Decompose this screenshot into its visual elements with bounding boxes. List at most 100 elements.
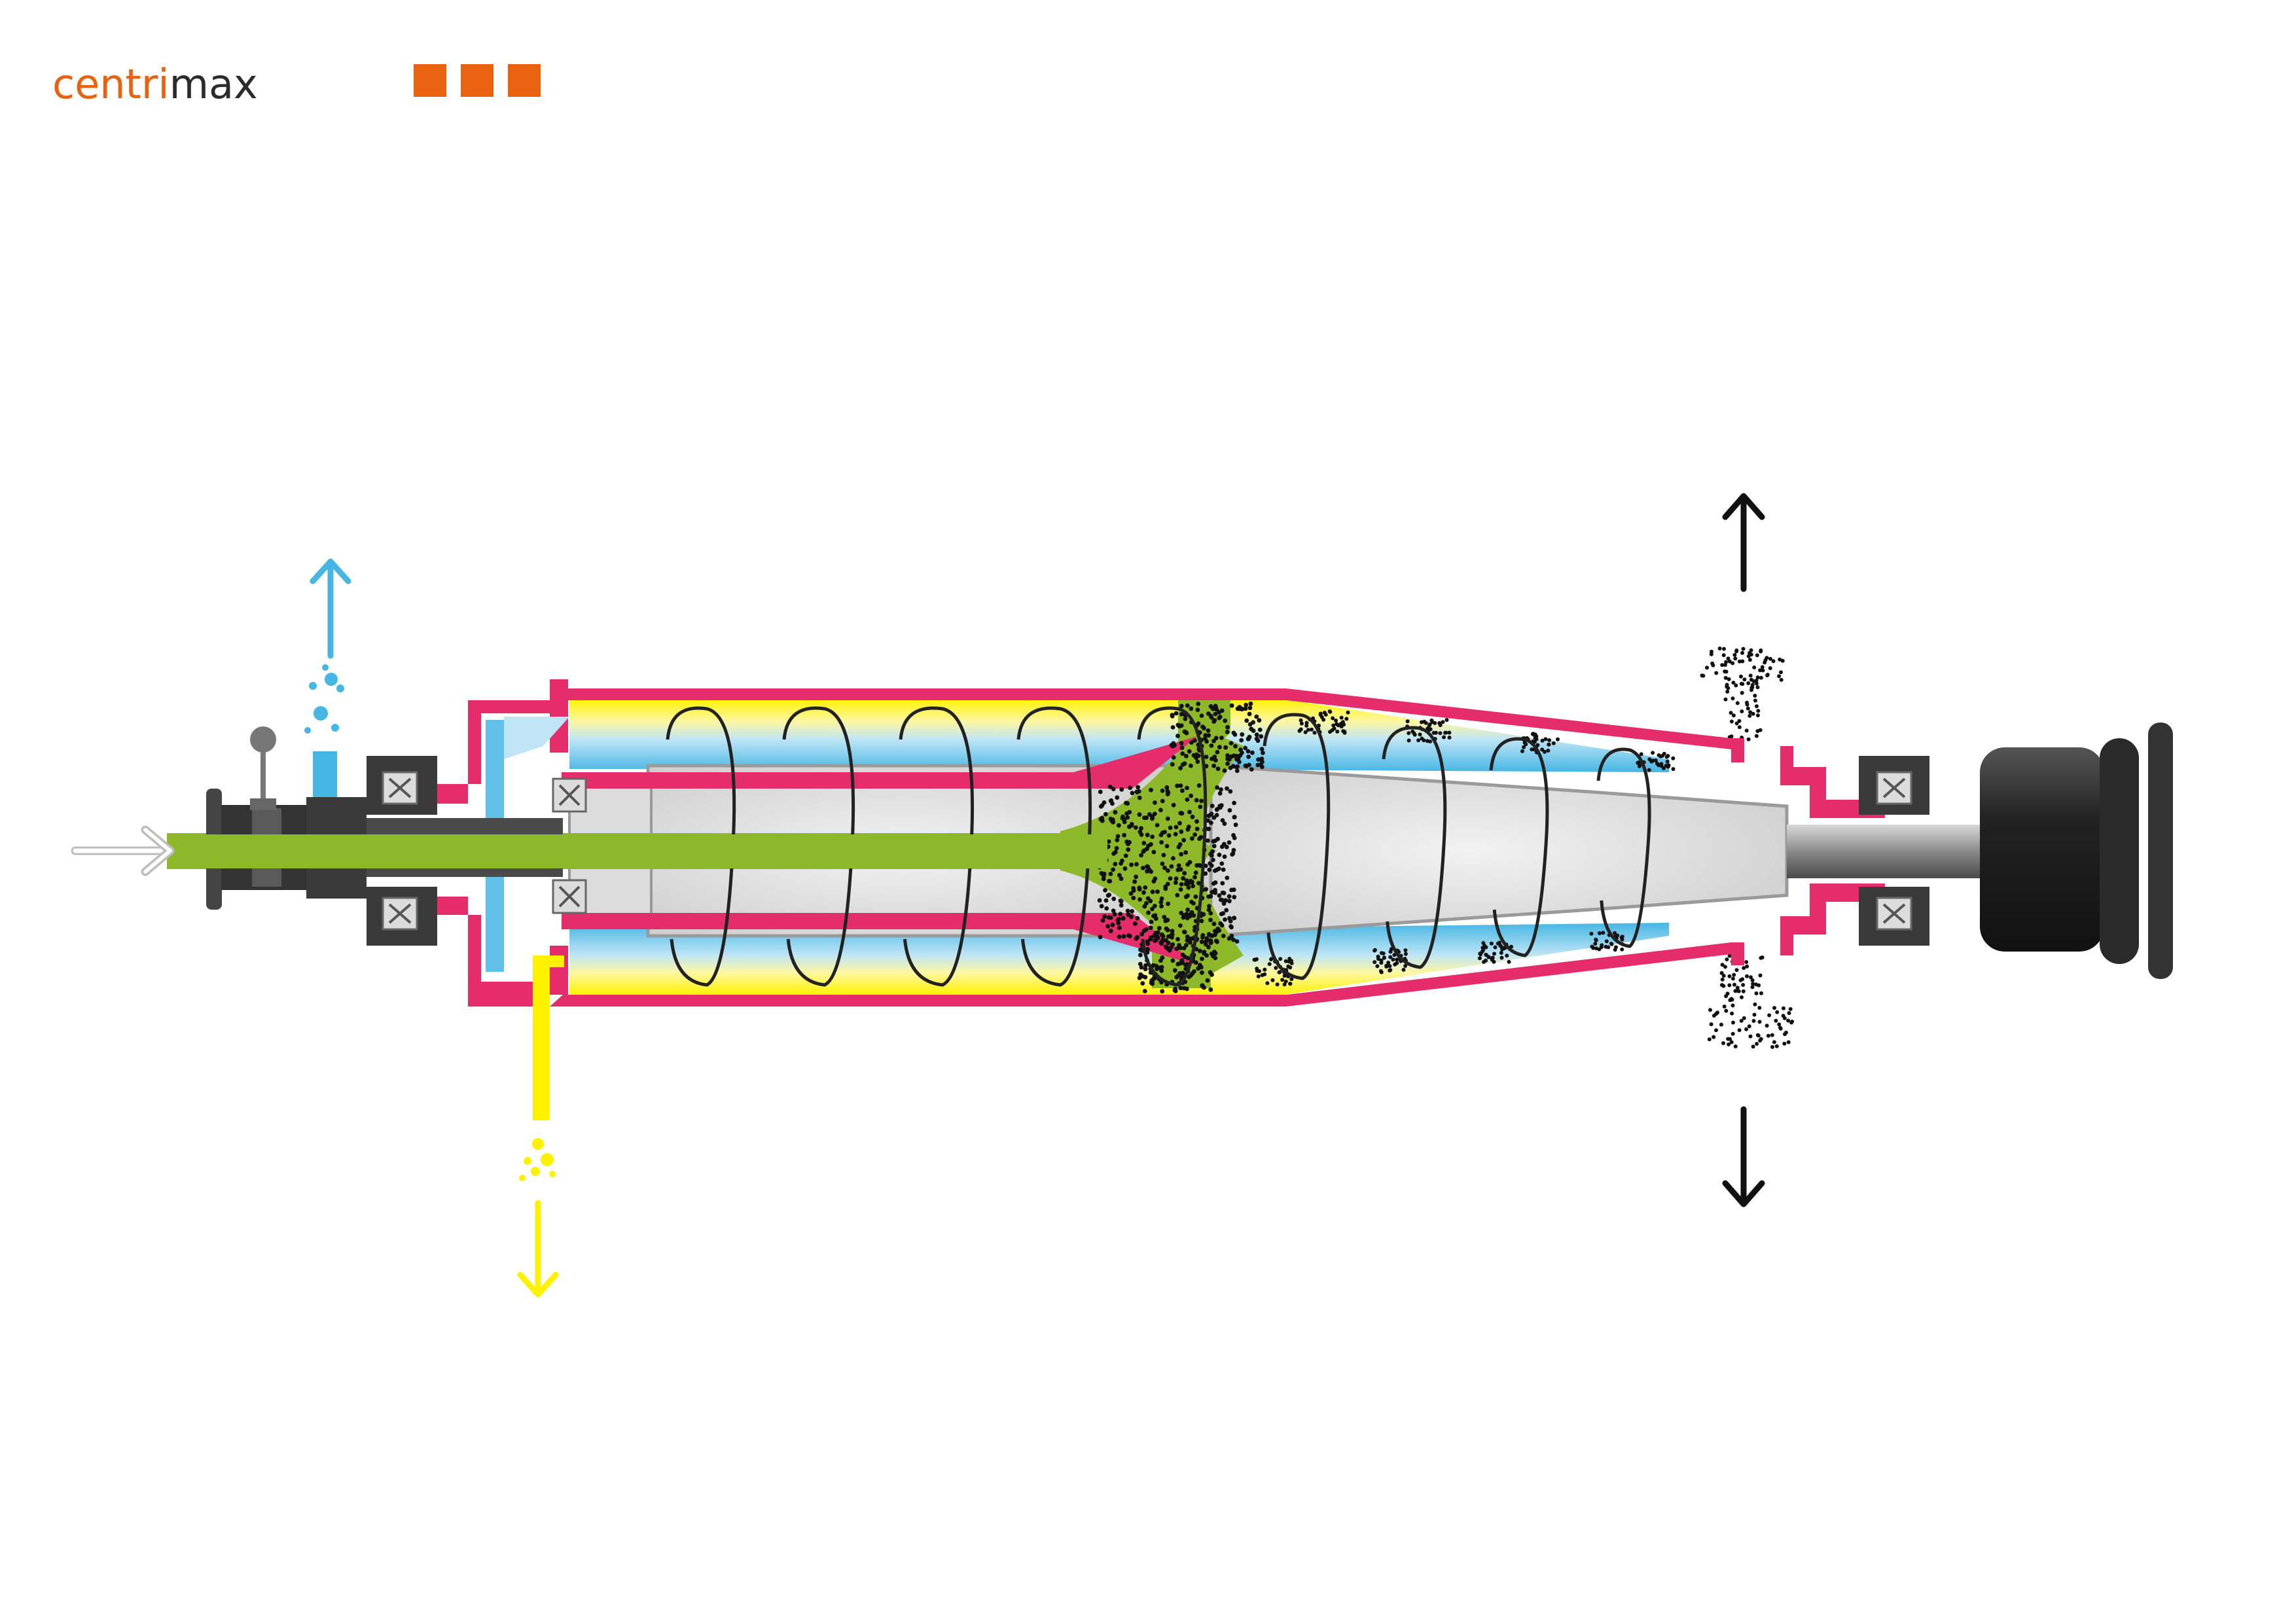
solid-particle — [1779, 670, 1783, 675]
solid-particle — [1142, 989, 1147, 993]
solid-particle — [1162, 914, 1167, 919]
solid-particle — [1189, 706, 1194, 711]
solid-particle — [1114, 846, 1119, 851]
solid-particle — [1200, 983, 1205, 988]
solid-particle — [1164, 844, 1170, 849]
solid-particle — [1128, 891, 1134, 896]
solid-particle — [1249, 726, 1254, 732]
valve-knob — [250, 726, 276, 753]
solid-particle — [1742, 1016, 1746, 1020]
brand-name-part1: centri — [52, 60, 170, 108]
solid-particle — [1100, 815, 1105, 821]
solid-particle — [1137, 885, 1142, 890]
solid-particle — [1263, 967, 1267, 972]
solid-particle — [1647, 768, 1651, 772]
solid-particle — [1183, 895, 1189, 899]
solid-particle — [1151, 849, 1157, 855]
solid-particle — [1786, 1040, 1791, 1044]
solid-particle — [1189, 763, 1193, 768]
solid-particle — [1213, 955, 1218, 961]
arrow-down-icon — [1722, 1106, 1765, 1207]
solid-particle — [1388, 969, 1392, 972]
solid-particle — [1771, 659, 1776, 664]
solid-particle — [1117, 917, 1121, 921]
solid-particle — [1220, 890, 1225, 895]
solid-particle — [1731, 696, 1735, 701]
solid-particle — [1135, 916, 1140, 921]
solid-particle — [1234, 768, 1240, 774]
solid-particle — [1727, 983, 1732, 988]
solid-particle — [1158, 958, 1163, 963]
solid-particle — [1178, 923, 1183, 928]
solid-particle — [1261, 751, 1265, 755]
solid-particle — [1737, 1028, 1742, 1033]
solid-particle — [1142, 904, 1147, 909]
solid-particle — [1139, 832, 1144, 837]
solid-particle — [1234, 939, 1240, 944]
solid-particle — [1478, 952, 1482, 956]
solid-particle — [1189, 836, 1194, 841]
solid-particle — [1206, 728, 1211, 733]
solid-particle — [1134, 874, 1138, 880]
solid-particle — [1170, 958, 1175, 963]
solid-particle — [1346, 710, 1350, 715]
solid-particle — [1210, 889, 1215, 895]
solid-particle — [1149, 814, 1155, 819]
solid-particle — [1185, 797, 1190, 802]
solid-particle — [1726, 656, 1731, 661]
solid-particle — [1770, 1044, 1774, 1049]
solid-particle — [1106, 839, 1111, 844]
solid-particle — [1750, 685, 1755, 690]
solid-particle — [1191, 883, 1195, 889]
solid-particle — [1121, 916, 1126, 921]
solid-particle — [1102, 872, 1107, 876]
solid-particle — [1427, 723, 1431, 728]
solid-particle — [1719, 971, 1724, 975]
solid-particle — [1779, 677, 1784, 682]
solid-particle — [1299, 721, 1304, 726]
solid-particle — [1384, 965, 1389, 969]
solid-particle — [1213, 868, 1217, 873]
solid-particle — [1134, 825, 1138, 830]
solid-particle — [1196, 702, 1201, 706]
bowl-end-flange-lower — [385, 897, 568, 1007]
solid-particle — [1166, 901, 1170, 906]
solid-particle — [1195, 707, 1200, 713]
solid-particle — [1208, 911, 1213, 916]
solid-particle — [1723, 697, 1728, 702]
solid-particle — [1492, 952, 1496, 956]
solid-particle — [1179, 723, 1184, 728]
solid-particle — [1733, 1044, 1738, 1048]
solid-particle — [1422, 719, 1427, 724]
solid-particle — [1165, 882, 1170, 887]
solid-particle — [1444, 718, 1449, 722]
solid-particle — [1756, 709, 1761, 713]
solid-particle — [1246, 749, 1251, 754]
solid-particle — [1745, 964, 1749, 969]
arrow-down-icon — [517, 1200, 559, 1298]
solid-particle — [1231, 730, 1236, 736]
solid-particle — [1719, 1022, 1723, 1027]
solid-particle — [1746, 681, 1751, 685]
solid-particle — [1217, 791, 1223, 796]
solid-particle — [1164, 926, 1169, 931]
solid-particle — [1428, 727, 1433, 732]
solid-particle — [1218, 921, 1223, 926]
solid-particle — [1543, 737, 1548, 741]
solid-particle — [1316, 723, 1321, 728]
solid-particle — [1105, 893, 1111, 898]
bowl-end-flange — [385, 679, 568, 804]
solid-particle — [1407, 731, 1411, 736]
right-bearings — [1859, 756, 1929, 946]
solid-particle — [1137, 812, 1142, 817]
solid-particle — [1401, 967, 1406, 972]
heavy-phase-droplet — [532, 1138, 544, 1150]
solid-particle — [1111, 897, 1117, 901]
solid-particle — [1740, 709, 1744, 713]
solid-particle — [1188, 940, 1193, 945]
solid-particle — [1659, 754, 1663, 758]
solid-particle — [1173, 880, 1178, 885]
solid-particle — [1664, 755, 1669, 759]
solid-particle — [1159, 840, 1164, 845]
